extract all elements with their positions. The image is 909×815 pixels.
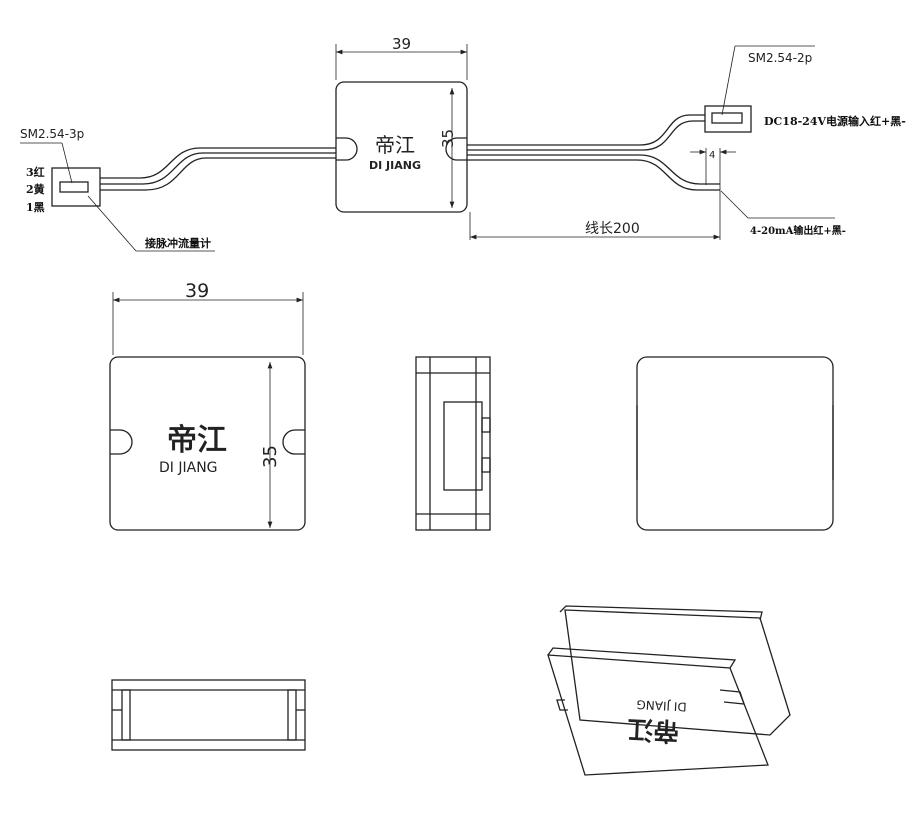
pin2-label: 2黄 (26, 182, 45, 196)
top-height-dim: 35 (439, 129, 457, 148)
bottom-view (111, 679, 306, 751)
right-connector: SM2.54-2p DC18-24V电源输入红+黑- 4 4-20mA输出红+黑… (469, 45, 906, 240)
side-view (415, 356, 491, 531)
top-view-module: 39 35 帝江 DI JIANG (335, 35, 468, 213)
output-note: 4-20mA输出红+黑- (750, 224, 846, 237)
right-connector-label: SM2.54-2p (748, 51, 812, 65)
power-note: DC18-24V电源输入红+黑- (764, 114, 906, 128)
pin3-label: 3红 (26, 165, 45, 179)
cables (100, 114, 720, 191)
front-brand-cn: 帝江 (167, 423, 227, 458)
strip-dim: 4 (709, 150, 715, 161)
top-width-dim: 39 (392, 35, 411, 53)
top-brand-en: DI JIANG (369, 159, 421, 172)
pin1-label: 1黑 (26, 201, 45, 214)
top-brand-cn: 帝江 (375, 133, 415, 157)
front-view: 39 35 帝江 DI JIANG (109, 280, 306, 531)
front-width-dim: 39 (185, 280, 209, 302)
front-brand-en: DI JIANG (159, 460, 218, 476)
back-view (636, 356, 834, 531)
cable-length: 线长200 (585, 221, 640, 237)
isometric-view: 帝江 DI JIANG (547, 605, 791, 776)
left-connector-label: SM2.54-3p (20, 127, 84, 141)
iso-brand-en: DI JIANG (636, 697, 687, 714)
left-connector: SM2.54-3p 3红 2黄 1黑 接脉冲流量计 (20, 127, 215, 252)
front-height-dim: 35 (260, 445, 281, 468)
left-note: 接脉冲流量计 (145, 236, 211, 250)
iso-brand-cn: 帝江 (627, 713, 681, 746)
